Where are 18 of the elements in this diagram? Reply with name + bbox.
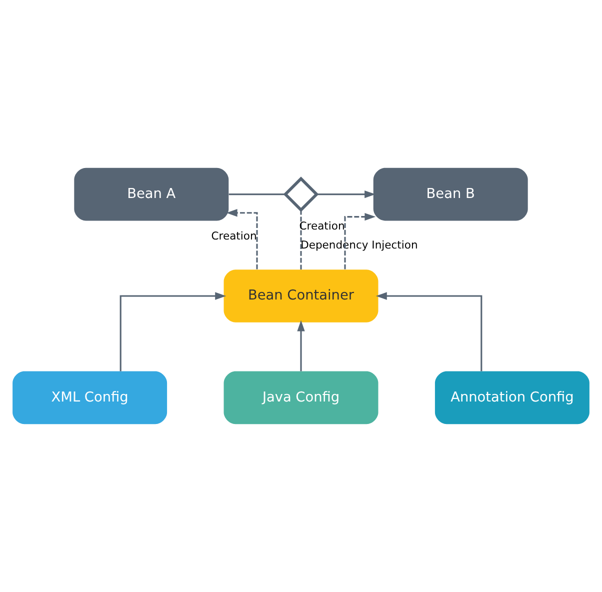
edge-label: Creation bbox=[299, 220, 345, 233]
arrow bbox=[297, 320, 305, 372]
arrow bbox=[120, 292, 226, 372]
arrow bbox=[316, 190, 376, 198]
arrow bbox=[376, 292, 482, 372]
node-diamond bbox=[283, 176, 319, 212]
arrow bbox=[344, 212, 376, 270]
connector bbox=[300, 210, 302, 270]
edge-label: Dependency Injection bbox=[300, 238, 418, 252]
connector bbox=[228, 194, 286, 196]
node-box: Java Config bbox=[224, 371, 378, 424]
node-box: Annotation Config bbox=[434, 371, 590, 424]
arrow bbox=[226, 209, 258, 270]
edge-label: Creation bbox=[211, 229, 257, 242]
node-box: Bean A bbox=[74, 168, 229, 221]
node-box: XML Config bbox=[12, 371, 168, 424]
node-box: Bean B bbox=[373, 168, 528, 221]
node-box: Bean Container bbox=[224, 270, 378, 322]
